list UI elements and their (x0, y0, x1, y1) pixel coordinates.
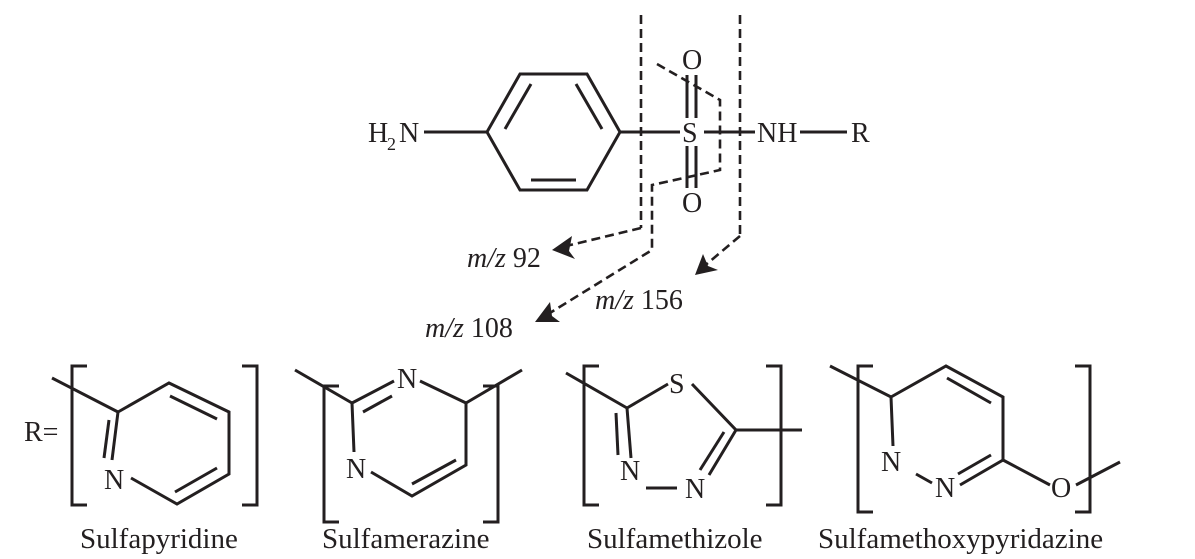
sulfur-mask (680, 118, 704, 146)
right-bracket (1075, 364, 1092, 514)
pyrimidine-n-bottom: N (346, 454, 366, 485)
left-bracket (856, 364, 873, 514)
attachment-bond-right (465, 368, 523, 405)
left-bracket (322, 384, 339, 524)
substituent-name: Sulfamethoxypyridazine (818, 523, 1103, 555)
arrowhead-92 (552, 236, 575, 259)
pyrimidine-ring (350, 379, 468, 498)
pyridazine-n-upper: N (881, 447, 901, 478)
fragment-label-92: m/z 92 (467, 243, 541, 274)
pyridine-ring (110, 381, 231, 506)
substituent-name: Sulfamethizole (587, 523, 763, 555)
attachment-bond-left (829, 364, 892, 399)
arrowhead-156 (695, 254, 718, 275)
right-bracket (766, 364, 783, 507)
thiadiazole-n-left: N (620, 456, 640, 487)
thiadiazole-inner-bond-2 (698, 431, 726, 471)
fragment-label-108: m/z 108 (425, 313, 513, 344)
attachment-bond-left (565, 371, 628, 410)
r-equals-label: R= (24, 417, 58, 448)
pyrimidine-inner-bond-2 (411, 458, 457, 486)
attachment-bond-left (294, 368, 353, 405)
substituent-sulfamerazine: N N Sulfamerazine (294, 364, 523, 555)
amine-subscript: 2 (387, 134, 396, 154)
nh-label: NH (757, 118, 797, 149)
substituent-sulfapyridine: N Sulfapyridine (51, 364, 259, 555)
substituent-sulfamethoxypyridazine: N N O Sulfamethoxypyridazine (818, 364, 1121, 555)
pyridine-inner-bond-1 (169, 394, 218, 421)
thiadiazole-n-right: N (685, 474, 705, 505)
substituent-name: Sulfamerazine (322, 523, 489, 555)
benzene-ring (485, 72, 622, 192)
substituent-sulfamethizole: S N N Sulfamethizole (565, 364, 802, 555)
arrow-path-108 (544, 62, 722, 318)
ether-bond (1002, 458, 1051, 487)
benzene-inner-bond-2 (574, 83, 604, 130)
cleavage-paths (544, 15, 742, 318)
pyrimidine-inner-bond-1 (362, 394, 393, 414)
pyridine-inner-bond-3 (102, 419, 111, 459)
thiadiazole-inner-bond-1 (614, 412, 620, 456)
pyridine-n: N (104, 465, 124, 496)
thiadiazole-ring (625, 382, 738, 490)
right-bracket (483, 384, 500, 524)
oxygen-bottom-mask (680, 188, 704, 218)
substituent-name: Sulfapyridine (80, 523, 238, 555)
pyridine-inner-bond-2 (174, 466, 218, 494)
arrowhead-108 (535, 302, 560, 322)
pyridazine-n-lower: N (935, 473, 955, 504)
amine-h: H (368, 118, 388, 149)
pyridazine-inner-bond-1 (946, 376, 992, 405)
attachment-bond (51, 376, 119, 414)
left-bracket (70, 364, 87, 507)
arrow-path-92 (557, 226, 642, 250)
r-label: R (851, 118, 870, 149)
oxygen-top: O (682, 45, 702, 76)
left-bracket (582, 364, 599, 507)
methyl-bond (1075, 460, 1121, 487)
oxygen-bottom: O (682, 188, 702, 219)
ether-oxygen: O (1051, 473, 1071, 504)
benzene-inner-bond-1 (503, 83, 533, 130)
sulfur-label: S (682, 118, 698, 149)
oxygen-top-mask (680, 45, 704, 75)
arrow-path-156 (701, 235, 741, 269)
sulfonamide-core: H 2 N NH R (368, 69, 870, 192)
thiadiazole-s: S (669, 369, 685, 400)
pyridazine-ring (889, 364, 1005, 487)
amine-n: N (399, 118, 419, 149)
fragment-label-156: m/z 156 (595, 285, 683, 316)
pyrimidine-n-top: N (397, 364, 417, 395)
right-bracket (242, 364, 259, 507)
pyridazine-inner-bond-2 (957, 453, 992, 476)
